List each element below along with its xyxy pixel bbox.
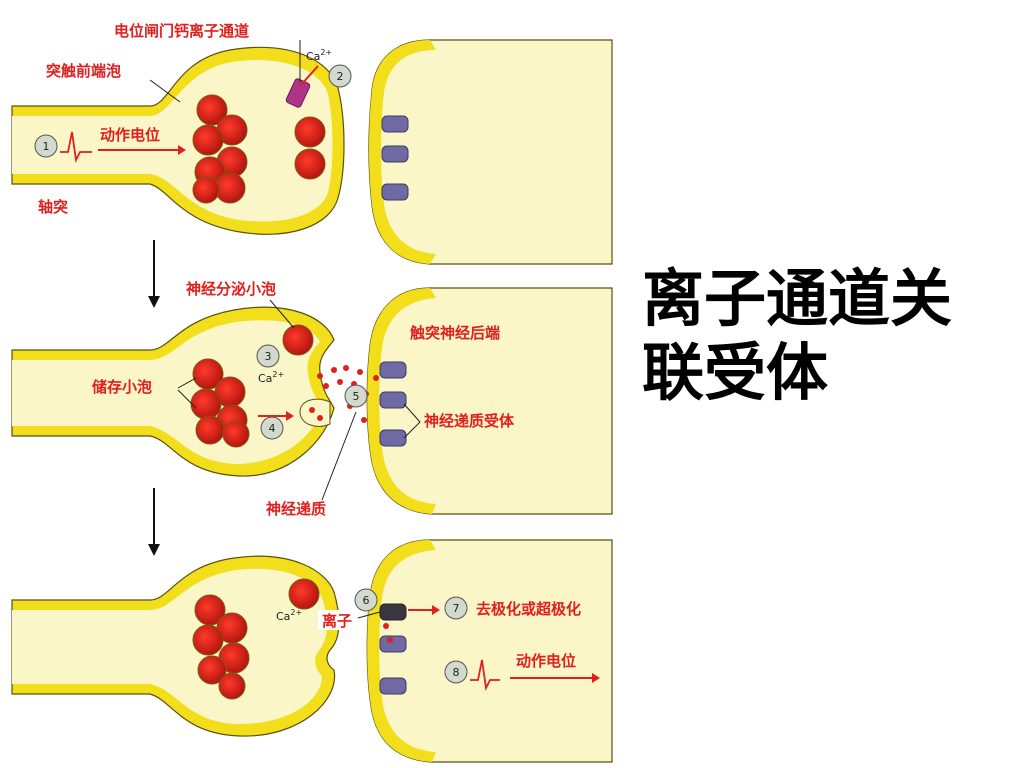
spike-icon	[470, 659, 500, 691]
nt-vesicle-label: 神经分泌小泡	[186, 280, 276, 298]
step-circle	[328, 64, 352, 88]
presynaptic-cytoplasm-3	[12, 568, 327, 724]
receptor	[381, 145, 409, 163]
presynaptic-cytoplasm-1	[12, 60, 333, 222]
step-number: 5	[353, 390, 360, 403]
step-number: 3	[265, 350, 272, 363]
step-circle	[354, 588, 378, 612]
step-number: 4	[269, 422, 276, 435]
down-arrow-icon	[148, 488, 160, 556]
step-circle	[34, 134, 58, 158]
storage-vesicle-label: 储存小泡	[92, 378, 152, 396]
receptor	[379, 635, 407, 653]
ion-dots	[383, 623, 393, 643]
vesicle	[192, 578, 320, 700]
depolarization-label: 去极化或超极化	[476, 600, 581, 618]
receptor-label: 神经递质受体	[424, 412, 515, 430]
slide-title-line-2: 联受体	[642, 336, 829, 409]
neurotransmitter-label: 神经递质	[266, 500, 326, 518]
panel-2: 神经分泌小泡 触突神经后端 储存小泡 神经递质受体 神经递质 3 Ca2+ 4 …	[11, 280, 613, 518]
step-circle	[260, 416, 284, 440]
vesicle	[190, 324, 314, 448]
postsynaptic-terminal-label: 触突神经后端	[410, 324, 500, 342]
action-potential-label: 动作电位	[100, 126, 160, 144]
step-number: 2	[337, 70, 344, 83]
step-number: 6	[363, 594, 370, 607]
receptor	[381, 183, 409, 201]
step-number: 1	[43, 140, 50, 153]
receptor	[379, 677, 407, 695]
step-circle	[344, 384, 368, 408]
spike-icon	[60, 131, 92, 163]
step-number: 8	[453, 666, 460, 679]
step-number: 7	[453, 602, 460, 615]
vesicle	[192, 94, 326, 204]
panel-1: 1 动作电位 轴突 突触前端泡 电位闸门钙离子通道 Ca2+ 2	[11, 22, 613, 265]
receptor	[379, 429, 407, 447]
ca-label: Ca2+	[258, 370, 284, 385]
receptor	[381, 115, 409, 133]
ion-label: 离子	[322, 612, 352, 630]
ca-label: Ca2+	[306, 48, 332, 63]
step-circle	[444, 660, 468, 684]
panel-3: Ca2+ 离子 6 7 去极化或超极化 8 动作电位	[11, 539, 613, 763]
receptor	[379, 361, 407, 379]
action-potential-label-2: 动作电位	[516, 652, 576, 670]
ca-label: Ca2+	[276, 608, 302, 623]
slide-title-line-1: 离子通道关	[642, 262, 953, 335]
receptor	[379, 391, 407, 409]
presynaptic-bulb-label: 突触前端泡	[46, 62, 121, 80]
step-circle	[444, 596, 468, 620]
channel-label: 电位闸门钙离子通道	[114, 22, 249, 40]
axon-label: 轴突	[38, 198, 68, 216]
down-arrow-icon	[148, 240, 160, 308]
step-circle	[256, 344, 280, 368]
slide-title: 离子通道关 联受体	[642, 262, 972, 410]
receptor	[379, 603, 407, 621]
synapse-diagram: 1 动作电位 轴突 突触前端泡 电位闸门钙离子通道 Ca2+ 2	[11, 22, 613, 763]
